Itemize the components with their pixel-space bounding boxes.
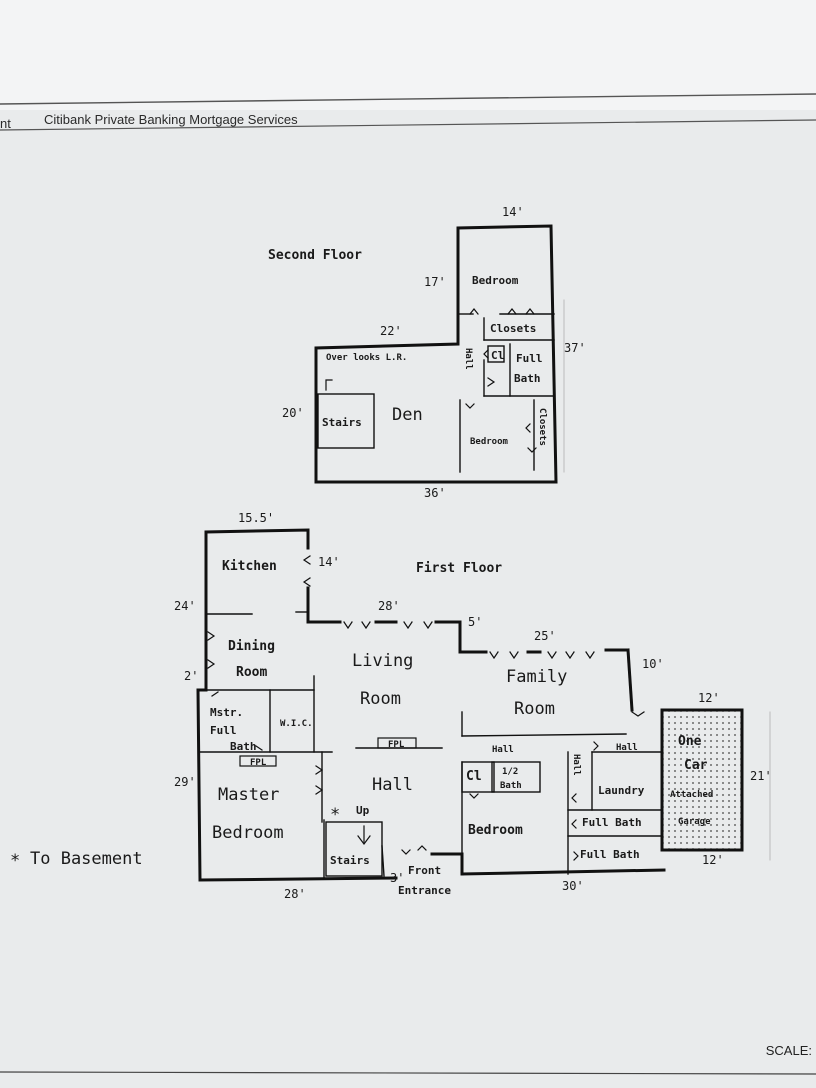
dim-left-upper: 24' xyxy=(174,599,196,613)
garage-label-3: Attached xyxy=(670,790,713,800)
dim-second-right: 37' xyxy=(564,341,586,355)
bottom-rule xyxy=(0,1071,816,1075)
full-bath-a-label: Full Bath xyxy=(582,816,642,829)
master-bedroom-label-1: Master xyxy=(218,785,279,805)
hall-left-label: Hall xyxy=(492,745,514,755)
dim-garage-height: 21' xyxy=(750,769,772,783)
mstr-bath-label-1: Mstr. xyxy=(210,706,243,719)
half-bath-label-1: 1/2 xyxy=(502,767,518,777)
second-den-label: Den xyxy=(392,405,423,425)
second-closets-label: Closets xyxy=(490,322,536,335)
second-full-bath-label-1: Full xyxy=(516,352,543,365)
dim-bottom-left: 28' xyxy=(284,887,306,901)
hall-main-label: Hall xyxy=(372,775,413,795)
second-full-bath-label-2: Bath xyxy=(514,372,541,385)
hall-vertical-label: Hall xyxy=(571,754,581,776)
mstr-bath-label-2: Full xyxy=(210,724,237,737)
mstr-bath-label-3: Bath xyxy=(230,740,257,753)
laundry-label: Laundry xyxy=(598,784,645,797)
to-basement-asterisk-icon: * xyxy=(10,851,20,871)
garage-label-4: Garage xyxy=(678,817,711,827)
family-label-1: Family xyxy=(506,667,567,687)
second-floor-title: Second Floor xyxy=(268,248,362,263)
hall-right-label: Hall xyxy=(616,743,638,753)
garage-label-2: Car xyxy=(684,758,708,773)
fpl-label-1: FPL xyxy=(250,758,267,768)
dim-second-bottom: 36' xyxy=(424,486,446,500)
bedroom-label: Bedroom xyxy=(468,823,523,838)
front-entrance-label-1: Front xyxy=(408,864,441,877)
dim-second-ledge: 22' xyxy=(380,324,402,338)
second-floor-plan xyxy=(314,224,565,484)
header-rules xyxy=(0,93,816,131)
living-label-1: Living xyxy=(352,651,413,671)
header-title: Citibank Private Banking Mortgage Servic… xyxy=(44,112,298,127)
family-label-2: Room xyxy=(514,699,555,719)
front-entrance-label-2: Entrance xyxy=(398,884,451,897)
dim-family-width: 25' xyxy=(534,629,556,643)
second-closets-side-label: Closets xyxy=(537,408,547,446)
scale-label: SCALE: xyxy=(765,1043,812,1058)
first-floor-plan xyxy=(196,528,771,882)
dim-second-left: 20' xyxy=(282,406,304,420)
dining-label-1: Dining xyxy=(228,639,275,654)
header-left-fragment: nt xyxy=(0,116,11,131)
half-bath-label-2: Bath xyxy=(500,781,522,791)
master-bedroom-label-2: Bedroom xyxy=(212,823,284,843)
dim-entrance-gap: 3' xyxy=(390,871,404,885)
second-cl-label: Cl xyxy=(491,349,504,362)
dim-kitchen-height: 14' xyxy=(318,555,340,569)
asterisk-icon: * xyxy=(330,805,340,825)
stairs-label: Stairs xyxy=(330,854,370,867)
dim-second-bedroom-height: 17' xyxy=(424,275,446,289)
up-label: Up xyxy=(356,804,370,817)
dim-garage-width-bottom: 12' xyxy=(702,853,724,867)
paper-top-edge xyxy=(0,0,816,110)
fpl-label-2: FPL xyxy=(388,740,405,750)
dim-left-gap: 2' xyxy=(184,669,198,683)
second-bedroom-top-label: Bedroom xyxy=(472,274,519,287)
first-floor-title: First Floor xyxy=(416,561,502,576)
dim-bottom-right: 30' xyxy=(562,879,584,893)
dim-step: 5' xyxy=(468,615,482,629)
dim-left-lower: 29' xyxy=(174,775,196,789)
dim-kitchen-width: 15.5' xyxy=(238,511,274,525)
dim-second-top: 14' xyxy=(502,205,524,219)
dim-family-height: 10' xyxy=(642,657,664,671)
second-overlooks-label: Over looks L.R. xyxy=(326,353,407,363)
living-label-2: Room xyxy=(360,689,401,709)
dim-living-width: 28' xyxy=(378,599,400,613)
kitchen-label: Kitchen xyxy=(222,559,277,574)
wic-label: W.I.C. xyxy=(280,719,313,729)
dining-label-2: Room xyxy=(236,665,267,680)
full-bath-b-label: Full Bath xyxy=(580,848,640,861)
cl-label: Cl xyxy=(466,769,482,784)
second-stairs-label: Stairs xyxy=(322,416,362,429)
dim-garage-width-top: 12' xyxy=(698,691,720,705)
garage-label-1: One xyxy=(678,734,702,749)
second-hall-label: Hall xyxy=(463,348,473,370)
to-basement-label: To Basement xyxy=(30,849,143,869)
second-bedroom-bottom-label: Bedroom xyxy=(470,437,509,447)
